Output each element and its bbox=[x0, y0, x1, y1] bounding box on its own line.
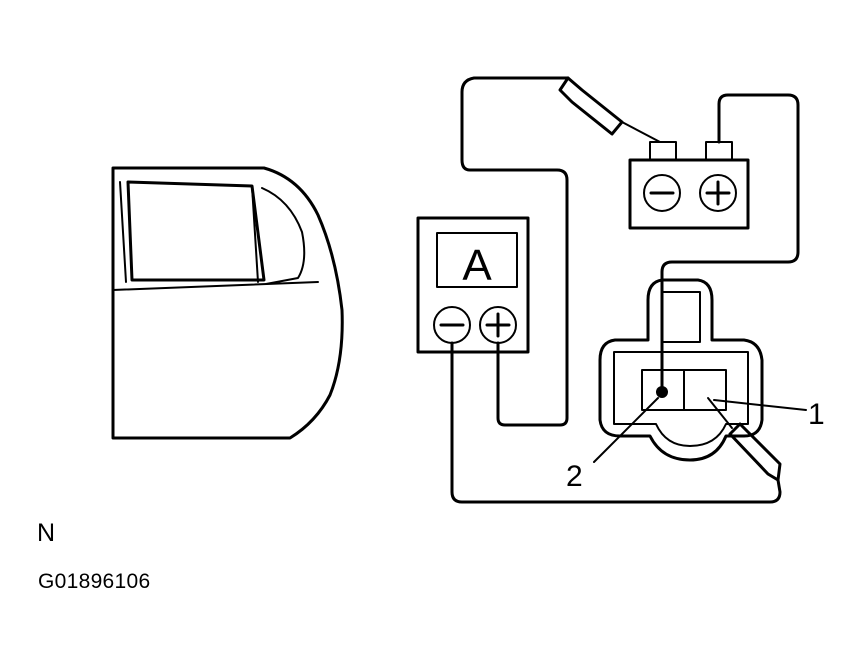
door-illustration bbox=[111, 166, 344, 440]
ammeter: A bbox=[416, 216, 530, 354]
figure-id: G01896106 bbox=[38, 570, 151, 593]
connector-terminal-1 bbox=[683, 369, 727, 411]
battery-positive-terminal bbox=[699, 174, 737, 212]
view-letter: N bbox=[37, 519, 56, 547]
callouts: 1 2 bbox=[566, 397, 825, 493]
callout-1-label: 1 bbox=[808, 398, 825, 431]
wiring bbox=[450, 76, 800, 504]
battery bbox=[628, 141, 750, 230]
callout-2-label: 2 bbox=[566, 460, 583, 493]
ammeter-label: A bbox=[462, 241, 492, 290]
probe-contact-terminal-2 bbox=[656, 386, 668, 398]
battery-negative-terminal bbox=[643, 174, 681, 212]
